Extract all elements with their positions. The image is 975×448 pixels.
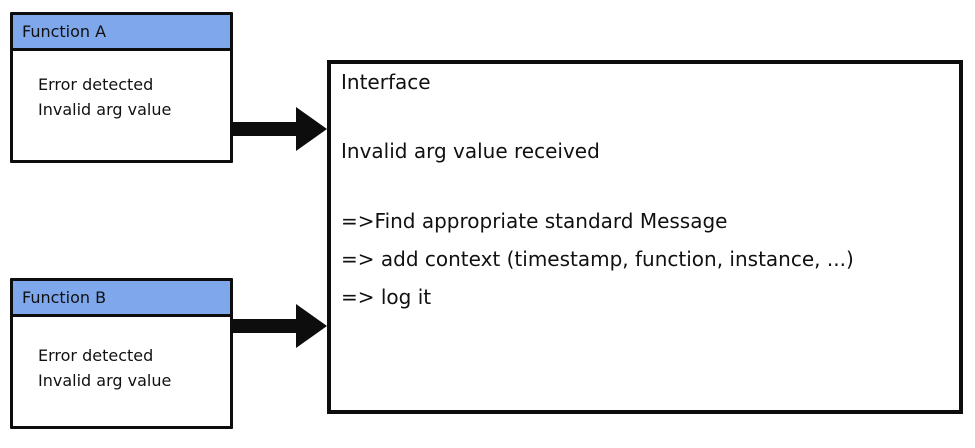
interface-message-line: Invalid arg value received	[341, 139, 600, 163]
interface-box: Interface Invalid arg value received =>F…	[327, 60, 963, 414]
function-b-error-line: Error detected	[38, 346, 154, 365]
interface-title: Interface	[341, 70, 431, 94]
interface-step-add-context: => add context (timestamp, function, ins…	[341, 247, 854, 271]
function-a-header: Function A	[13, 15, 230, 51]
function-a-error-line: Error detected	[38, 75, 154, 94]
function-b-title: Function B	[22, 288, 107, 307]
interface-step-log: => log it	[341, 285, 432, 309]
arrow-right-icon	[232, 107, 327, 151]
interface-step-find: =>Find appropriate standard Message	[341, 209, 728, 233]
function-b-header: Function B	[13, 281, 230, 317]
function-a-detail-line: Invalid arg value	[38, 100, 172, 119]
arrow-right-icon	[232, 304, 327, 348]
function-b-box: Function B Error detected Invalid arg va…	[10, 278, 233, 429]
function-a-body: Error detected Invalid arg value	[13, 51, 230, 122]
function-b-body: Error detected Invalid arg value	[13, 317, 230, 393]
function-b-detail-line: Invalid arg value	[38, 371, 172, 390]
function-a-box: Function A Error detected Invalid arg va…	[10, 12, 233, 163]
function-a-title: Function A	[22, 22, 107, 41]
